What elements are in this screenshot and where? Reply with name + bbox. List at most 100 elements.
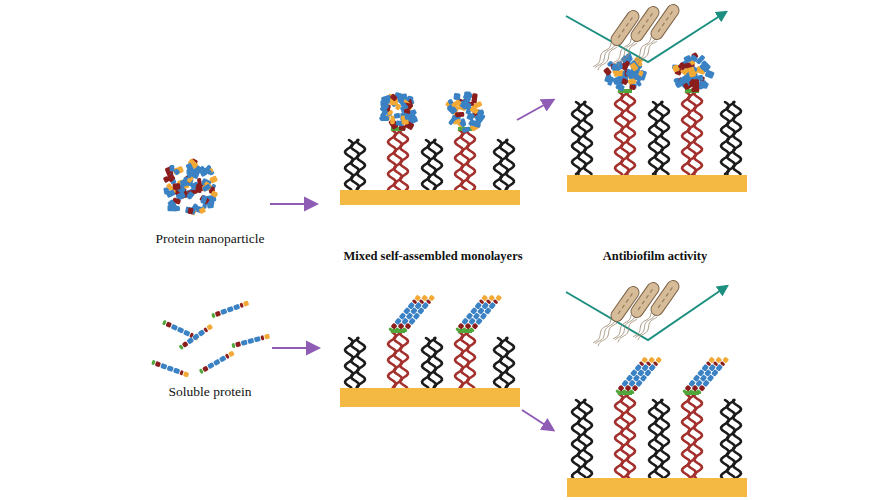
flagellum <box>613 38 633 64</box>
flagellum <box>593 318 613 344</box>
self-assembled-monolayer <box>567 391 747 497</box>
cell-marking <box>642 25 644 28</box>
figure-label: Antibiofilm activity <box>603 249 708 264</box>
soluble-protein <box>462 294 495 332</box>
protein-subunit <box>455 112 464 117</box>
protein-domain <box>165 321 172 328</box>
protein-domain <box>233 304 240 311</box>
cell-marking <box>622 29 624 32</box>
process-arrow <box>270 203 316 205</box>
protein-subunit <box>459 120 467 128</box>
cell-marking <box>638 31 640 34</box>
cell-marking <box>662 23 664 26</box>
soluble-protein <box>689 356 722 394</box>
protein-subunit <box>197 178 202 188</box>
protein-domain <box>213 359 221 366</box>
protein-domain <box>235 341 241 347</box>
protein-subunit <box>380 109 389 119</box>
gold-substrate <box>567 175 747 192</box>
cell-marking <box>642 301 644 304</box>
protein-subunit <box>199 194 210 204</box>
alkyl-chain <box>621 394 629 478</box>
protein-subunit <box>701 60 711 70</box>
flagellum <box>595 320 615 346</box>
cell-marking <box>670 11 672 14</box>
protein-subunit <box>683 83 690 90</box>
protein-subunit <box>185 206 196 215</box>
protein-subunit <box>202 184 211 191</box>
protein-subunit <box>169 165 174 172</box>
cell-marking <box>666 17 668 20</box>
soluble-protein <box>622 356 655 394</box>
figure-label: Soluble protein <box>169 384 252 400</box>
alkyl-chain <box>688 394 696 478</box>
protein-subunit <box>463 92 472 100</box>
cell-marking <box>650 13 652 16</box>
alkyl-chain <box>428 338 436 388</box>
protein-subunit <box>687 67 696 78</box>
flagellum <box>593 42 613 68</box>
protein-domain <box>167 365 174 372</box>
protein-domain <box>722 356 729 363</box>
protein-subunit <box>202 183 212 192</box>
alkyl-chain <box>467 332 475 388</box>
cell-marking <box>630 17 632 20</box>
protein-domain <box>239 302 244 308</box>
alkyl-chain <box>506 338 514 388</box>
alkyl-chain <box>357 338 365 388</box>
protein-domain <box>264 334 270 340</box>
soluble-protein <box>151 360 189 378</box>
cell-marking <box>658 29 660 32</box>
protein-domain <box>179 370 184 376</box>
protein-domain <box>183 330 191 337</box>
cell-marking <box>646 19 648 22</box>
bacterium <box>631 278 681 342</box>
protein-subunit <box>390 93 398 101</box>
alkyl-chain <box>688 92 696 175</box>
soluble-protein <box>395 294 428 332</box>
cell-marking <box>662 299 664 302</box>
protein-domain <box>155 361 161 367</box>
alkyl-chain <box>434 338 442 388</box>
protein-subunit <box>187 207 193 214</box>
alkyl-chain <box>428 140 436 190</box>
protein-domain <box>220 308 227 315</box>
alkyl-chain <box>500 140 508 190</box>
protein-domain <box>193 334 200 341</box>
flagellum <box>635 38 655 64</box>
protein-subunit <box>186 191 195 200</box>
protein-subunit <box>465 102 472 110</box>
self-assembled-monolayer <box>340 329 520 407</box>
process-arrow <box>272 347 318 349</box>
flagellum <box>635 314 655 340</box>
protein-subunit <box>200 195 207 204</box>
cell-marking <box>630 293 632 296</box>
flagellum <box>633 36 653 62</box>
alkyl-chain <box>351 140 359 190</box>
alkyl-chain <box>627 394 635 478</box>
protein-subunit <box>465 94 471 101</box>
flagellum <box>613 314 633 340</box>
soluble-protein <box>179 324 214 350</box>
protein-domain <box>151 360 156 366</box>
alkyl-chain <box>584 400 592 478</box>
flagellum <box>638 39 658 65</box>
protein-subunit <box>621 78 629 86</box>
cell-marking <box>646 295 648 298</box>
protein-domain <box>231 343 235 349</box>
alkyl-chain <box>733 102 741 174</box>
alkyl-chain <box>506 140 514 190</box>
cell-marking <box>618 311 620 314</box>
protein-domain <box>260 335 264 341</box>
flagellum <box>598 321 618 347</box>
alkyl-chain <box>434 140 442 190</box>
protein-domain <box>160 363 167 370</box>
flagellum <box>633 312 653 338</box>
alkyl-chain <box>400 130 408 190</box>
cell-body <box>649 2 682 42</box>
flagellum <box>618 317 638 343</box>
cell-body <box>649 278 682 318</box>
soluble-protein <box>231 334 270 349</box>
